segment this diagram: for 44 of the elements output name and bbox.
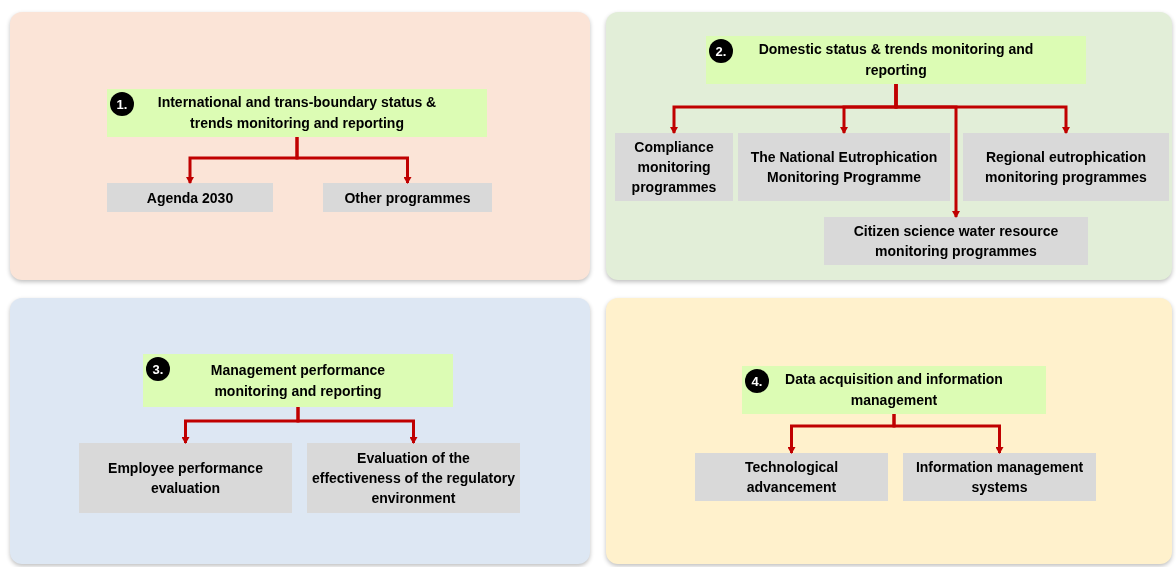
programme-box [903, 453, 1096, 501]
box-label: Management performance monitoring and reporting [209, 360, 387, 401]
number-badge [709, 39, 733, 63]
box-label: Other programmes [344, 188, 471, 208]
arrow [892, 414, 1004, 454]
panel-background [10, 298, 590, 564]
badge-number: 1. [116, 97, 128, 111]
arrow [894, 84, 1070, 134]
panel-background [606, 298, 1172, 564]
programme-box [79, 443, 292, 513]
programme-box [307, 443, 520, 513]
box-label: Employee performance evaluation [107, 459, 264, 498]
box-label: Evaluation of the effectiveness of the regulatory environment [311, 449, 516, 508]
box-label: Technological advancement [743, 458, 840, 497]
badge-number: 4. [751, 374, 763, 388]
box-label: The National Eutrophication Monitoring Programme [749, 148, 939, 187]
box-label: Compliance monitoring programmes [630, 138, 718, 197]
badge-number: 3. [152, 362, 164, 376]
box-label: Regional eutrophication monitoring programmes [984, 148, 1148, 187]
programme-box [615, 133, 733, 201]
heading-box [107, 89, 487, 137]
arrow [295, 137, 412, 184]
box-label: Agenda 2030 [146, 188, 234, 208]
box-label: Domestic status & trends monitoring and reporting [757, 40, 1035, 80]
heading-box [742, 366, 1046, 414]
box-label: Data acquisition and information management [784, 370, 1004, 410]
programme-box [738, 133, 950, 201]
panel-background [606, 12, 1172, 280]
number-badge [146, 357, 170, 381]
badge-number: 2. [715, 44, 727, 58]
number-badge [745, 369, 769, 393]
programme-box [695, 453, 888, 501]
heading-box [143, 354, 453, 407]
programme-box [824, 217, 1088, 265]
programme-box [323, 183, 492, 212]
panel-background [10, 12, 590, 280]
box-label: Information management systems [914, 458, 1085, 497]
heading-box [706, 36, 1086, 84]
arrow [296, 407, 418, 444]
programme-box [963, 133, 1169, 201]
number-badge [110, 92, 134, 116]
programme-box [107, 183, 273, 212]
box-label: International and trans-boundary status & trends monitoring and reporting [156, 93, 438, 133]
box-label: Citizen science water resource monitoring programmes [852, 222, 1060, 261]
